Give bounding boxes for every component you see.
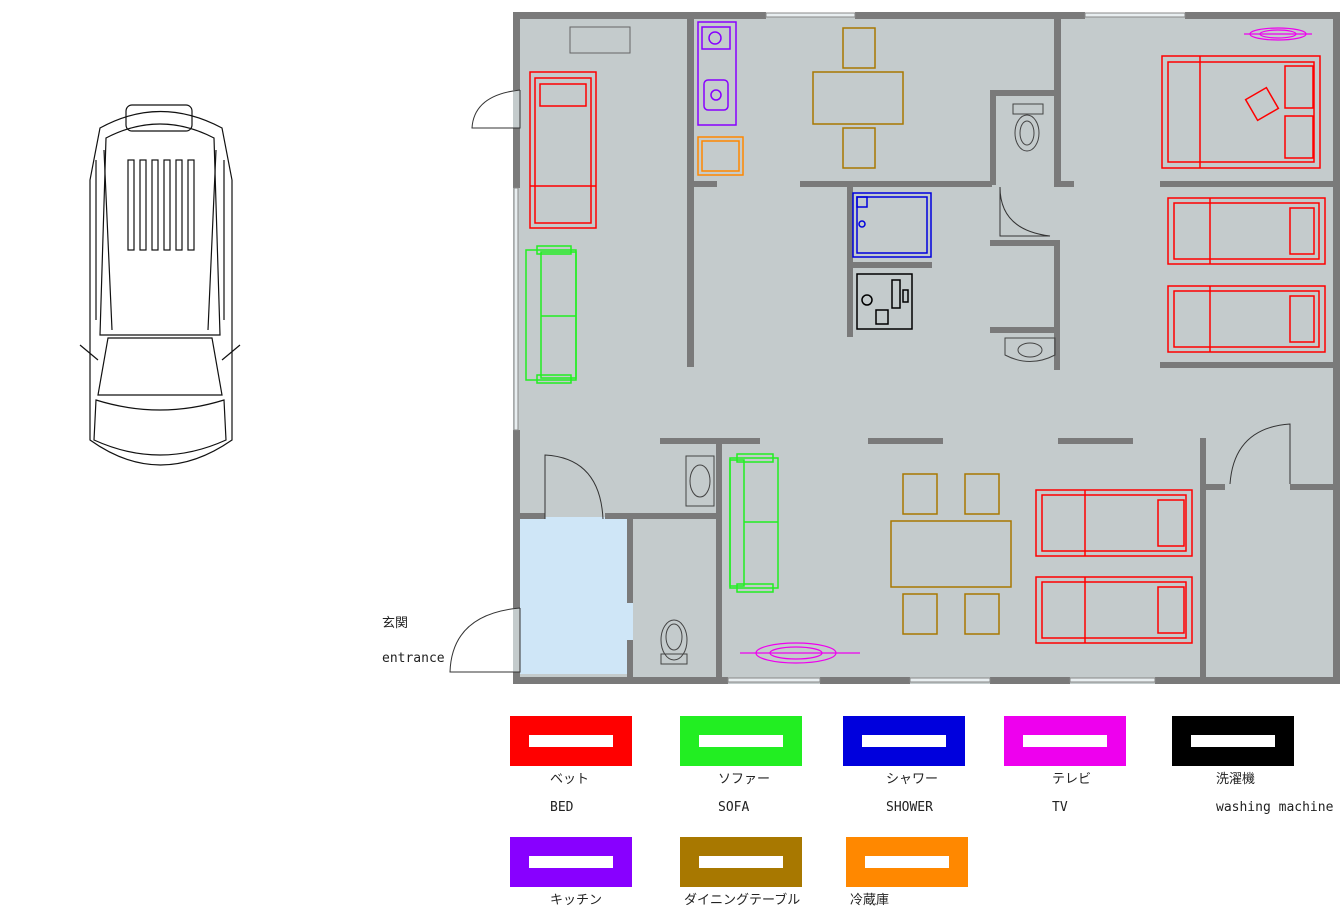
- legend-swatch-dining: [680, 837, 802, 887]
- bed-icon: [529, 71, 597, 229]
- sofa-icon: [525, 245, 577, 384]
- sofa-icon: [729, 453, 779, 593]
- legend-label-jp: 冷蔵庫: [850, 893, 890, 908]
- tv-icon: [1244, 27, 1312, 41]
- legend-label-en: SHOWER: [886, 800, 933, 815]
- washbasin-icon: [685, 455, 715, 507]
- legend-label-en: TV: [1052, 800, 1068, 815]
- bed-icon: [1035, 489, 1193, 557]
- walls: [513, 12, 1340, 684]
- legend-label-jp: ダイニングテーブル: [684, 893, 801, 908]
- legend-swatch-bed: [510, 716, 632, 766]
- bed-icon: [1167, 197, 1326, 265]
- toilet-icon: [660, 619, 688, 665]
- washing-machine-icon: [856, 273, 913, 330]
- legend-label-en: washing machine: [1216, 800, 1334, 815]
- dining-table-icon: [812, 27, 904, 169]
- kitchen-icon: [697, 21, 737, 126]
- legend-label-jp: ソファー: [718, 772, 771, 787]
- genkan-floor: [520, 517, 633, 674]
- washbasin-icon: [1004, 337, 1056, 362]
- fridge-icon: [697, 136, 744, 176]
- windows: [513, 12, 1186, 683]
- car-icon: [79, 104, 241, 466]
- legend-label-jp: ベット: [550, 772, 590, 787]
- legend-swatch-shower: [843, 716, 965, 766]
- bed-icon: [1035, 576, 1193, 644]
- legend-label-jp: 洗濯機: [1216, 772, 1256, 787]
- legend-label-jp: テレビ: [1052, 772, 1092, 787]
- floor-area: [513, 14, 1340, 684]
- toilet-icon: [1012, 103, 1044, 152]
- double-bed-icon: [1161, 55, 1321, 169]
- doors: [449, 89, 1291, 673]
- bed-icon: [1167, 285, 1326, 353]
- legend-label-en: BED: [550, 800, 574, 815]
- legend-label-jp: キッチン: [550, 893, 603, 908]
- tv-icon: [740, 642, 860, 664]
- legend-label-jp: シャワー: [886, 772, 939, 787]
- dining-table-icon: [890, 473, 1012, 635]
- legend-swatch-washer: [1172, 716, 1294, 766]
- legend-swatch-kitchen: [510, 837, 632, 887]
- air-conditioner-icon: [569, 26, 631, 54]
- legend-swatch-fridge: [846, 837, 968, 887]
- legend-label-en: SOFA: [718, 800, 750, 815]
- legend-swatch-tv: [1004, 716, 1126, 766]
- entrance-label-jp: 玄関: [382, 616, 409, 631]
- entrance-label-en: entrance: [382, 651, 445, 666]
- shower-icon: [852, 192, 932, 258]
- legend-swatch-sofa: [680, 716, 802, 766]
